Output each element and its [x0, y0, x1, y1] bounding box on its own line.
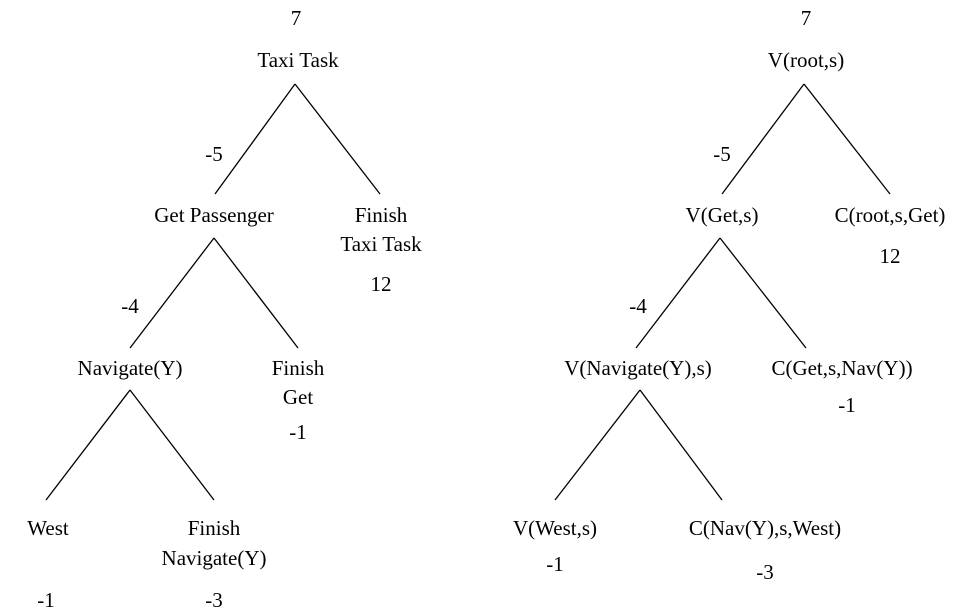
left-root-label: Taxi Task — [257, 48, 339, 72]
left-finish-get-line2: Get — [282, 385, 314, 409]
right-c-get-label: C(Get,s,Nav(Y)) — [771, 356, 913, 380]
right-root-value: 7 — [800, 6, 812, 30]
right-c-root-label: C(root,s,Get) — [834, 203, 946, 227]
right-get-label: V(Get,s) — [685, 203, 759, 227]
right-west-value: -1 — [546, 552, 564, 576]
right-c-root-value: 12 — [879, 244, 901, 268]
edge-left-nav-west — [45, 389, 131, 501]
right-nav-label: V(Navigate(Y),s) — [564, 356, 712, 380]
edge-right-get-c — [719, 237, 807, 349]
edge-left-get-finish — [213, 237, 299, 349]
left-get-label: Get Passenger — [154, 203, 274, 227]
right-edge-label-get-nav: -4 — [629, 294, 647, 318]
left-finish-nav-line2: Navigate(Y) — [161, 546, 267, 570]
edge-left-get-nav — [129, 237, 215, 349]
left-finish-taxi-line1: Finish — [354, 203, 408, 227]
right-c-get-value: -1 — [838, 393, 856, 417]
left-nav-label: Navigate(Y) — [77, 356, 183, 380]
left-west-value: -1 — [37, 588, 55, 612]
right-root-label: V(root,s) — [767, 48, 845, 72]
left-finish-get-line1: Finish — [271, 356, 325, 380]
right-c-nav-value: -3 — [756, 560, 774, 584]
left-edge-label-root-get: -5 — [205, 142, 223, 166]
edge-right-get-nav — [635, 237, 721, 349]
left-west-label: West — [27, 516, 69, 540]
edge-right-nav-west — [554, 389, 641, 501]
left-finish-nav-value: -3 — [205, 588, 223, 612]
right-west-label: V(West,s) — [512, 516, 598, 540]
left-finish-taxi-value: 12 — [370, 272, 392, 296]
edge-left-root-finish — [294, 83, 381, 195]
edge-right-root-get — [721, 83, 805, 195]
left-finish-nav-line1: Finish — [187, 516, 241, 540]
edge-right-nav-c — [639, 389, 723, 501]
left-edge-label-get-nav: -4 — [121, 294, 139, 318]
left-finish-get-value: -1 — [289, 420, 307, 444]
edge-left-root-get — [214, 83, 296, 195]
edge-left-nav-finish — [129, 389, 215, 501]
left-root-value: 7 — [290, 6, 302, 30]
right-edge-label-root-get: -5 — [713, 142, 731, 166]
edge-right-root-c — [803, 83, 891, 195]
right-c-nav-label: C(Nav(Y),s,West) — [688, 516, 842, 540]
left-finish-taxi-line2: Taxi Task — [340, 232, 422, 256]
